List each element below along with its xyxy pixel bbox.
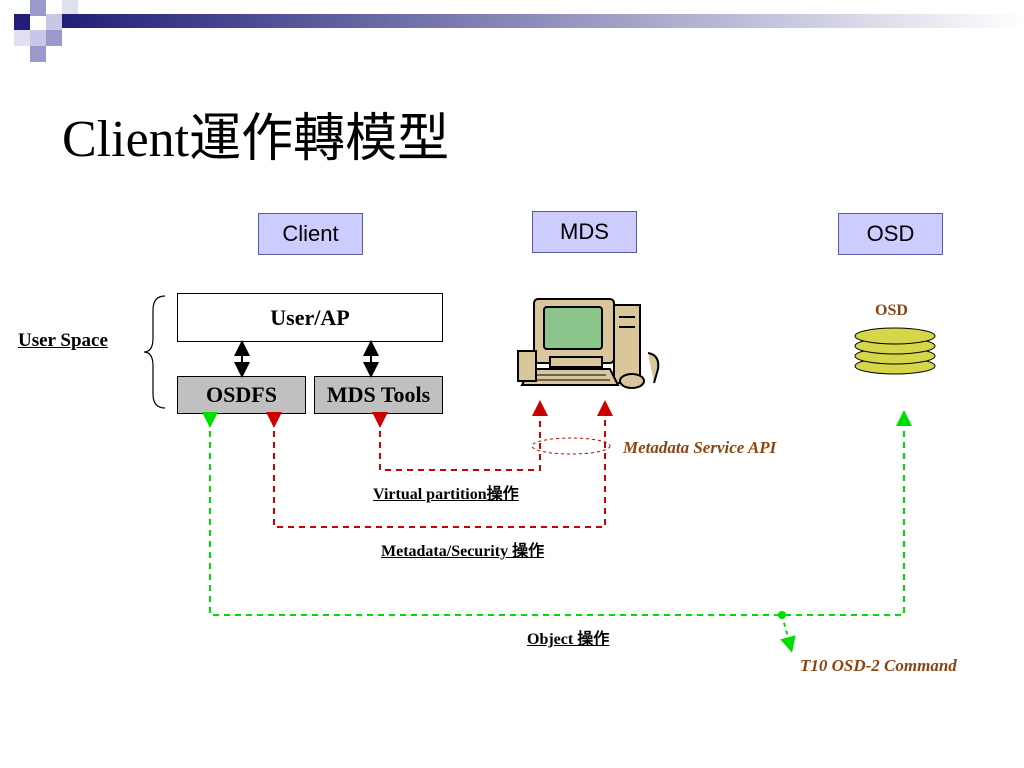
metadata-api-ellipse (531, 437, 611, 455)
corner-decoration (14, 0, 1024, 62)
page-title: Client運作轉模型 (62, 111, 450, 168)
object-ops-label: Object 操作 (527, 631, 610, 648)
computer-icon (517, 298, 660, 389)
client-header: Client (258, 213, 363, 255)
user-space-brace (143, 295, 166, 409)
virtual-partition-path (372, 400, 548, 471)
metadata-security-path (266, 400, 613, 528)
user-ap-box: User/AP (177, 293, 443, 342)
osd-label: OSD (875, 302, 908, 319)
t10-leader-line (780, 614, 796, 653)
disk-stack-icon (854, 327, 936, 375)
object-path (202, 410, 912, 616)
metadata-api-label: Metadata Service API (623, 438, 777, 457)
osd-header: OSD (838, 213, 943, 255)
user-space-label: User Space (18, 330, 108, 351)
metadata-security-label: Metadata/Security 操作 (381, 543, 545, 560)
t10-command-label: T10 OSD-2 Command (800, 656, 957, 675)
mds-header: MDS (532, 211, 637, 253)
virtual-partition-label: Virtual partition操作 (373, 486, 519, 503)
